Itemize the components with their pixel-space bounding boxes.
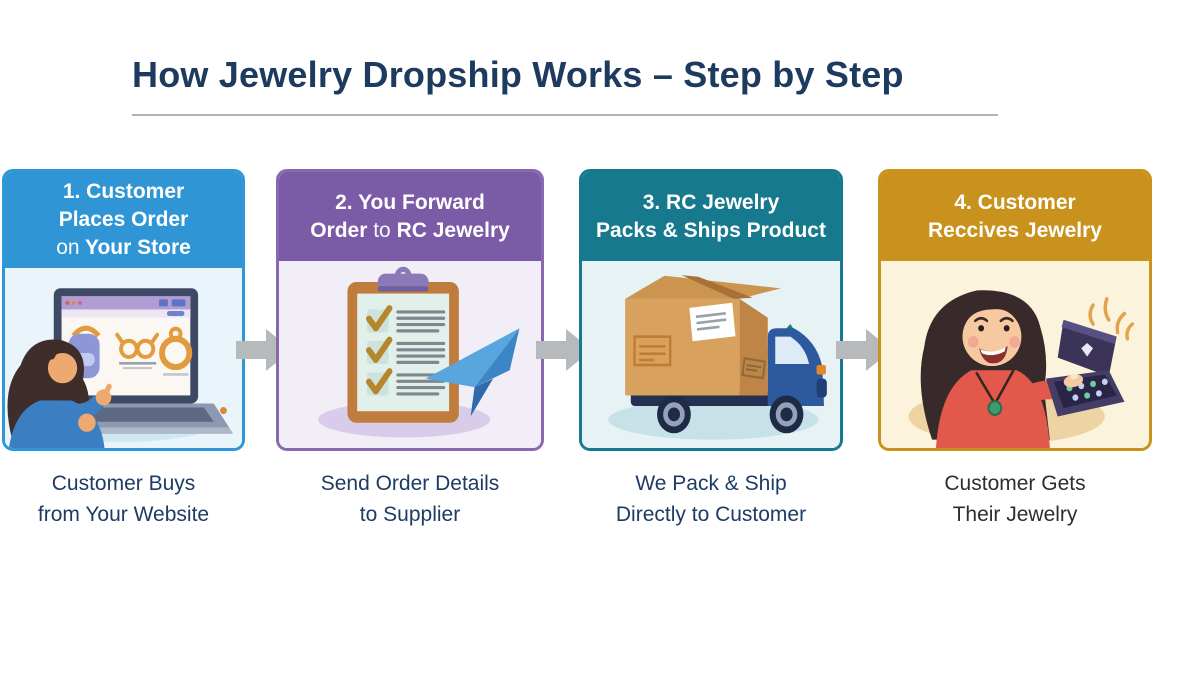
step-1-header: 1. Customer Places Order on Your Store (5, 172, 242, 268)
step-3-caption-line1: We Pack & Ship (635, 472, 787, 495)
step-4-column: 4. Customer Reccives Jewelry (878, 169, 1152, 530)
shopper-person (7, 339, 112, 448)
woman-jewelry-box-illustration (908, 290, 1135, 448)
sparkle-lines-icon (1088, 296, 1135, 341)
step-2-caption-line2: to Supplier (359, 503, 461, 526)
step-3-caption: We Pack & Ship Directly to Customer (579, 468, 843, 530)
step-4-caption-line2: Their Jewelry (952, 503, 1078, 526)
page-title: How Jewelry Dropship Works – Step by Ste… (132, 54, 904, 95)
step-1-illustration-area (5, 268, 242, 448)
step-2-header-text2a: Order (310, 218, 368, 242)
shopper-at-laptop-illustration (7, 288, 234, 448)
step-4-header-text1: 4. Customer (954, 190, 1076, 214)
step-3-header-line2: Packs & Ships Product (586, 217, 836, 245)
cardboard-box-icon (625, 275, 781, 396)
step-2-header: 2. You Forward Order to RC Jewelry (279, 172, 541, 261)
step-3-column: 3. RC Jewelry Packs & Ships Product (579, 169, 843, 530)
step-3-header-line1: 3. RC Jewelry (586, 189, 836, 217)
step-1-header-text3a: on (56, 236, 80, 259)
step-2-header-text2b: to (373, 218, 391, 242)
step-1-header-text1: 1. Customer (62, 180, 185, 203)
step-1-header-line2: Places Order (9, 206, 238, 234)
step-1-column: 1. Customer Places Order on Your Store (2, 169, 245, 530)
step-2-header-line1: 2. You Forward (283, 189, 537, 217)
step-arrow-icon (536, 327, 594, 373)
step-4-header-text2: Reccives Jewelry (928, 218, 1102, 242)
step-3-card: 3. RC Jewelry Packs & Ships Product (579, 169, 843, 451)
step-2-illustration-area (279, 261, 541, 448)
step-3-header-text2: Packs & Ships Product (596, 218, 826, 242)
step-4-header-line2: Reccives Jewelry (885, 217, 1145, 245)
step-1-caption: Customer Buys from Your Website (2, 468, 245, 530)
small-bead (220, 407, 227, 415)
laptop-icon (53, 288, 199, 404)
step-4-caption: Customer Gets Their Jewelry (878, 468, 1152, 530)
step-4-header: 4. Customer Reccives Jewelry (881, 172, 1149, 261)
step-4-header-line1: 4. Customer (885, 189, 1145, 217)
step-4-caption-line1: Customer Gets (944, 472, 1086, 495)
jewelry-box-icon (1045, 319, 1125, 417)
happy-customer-person (920, 290, 1078, 448)
step-1-header-text2: Places Order (58, 208, 189, 231)
clipboard-paper-plane-illustration (318, 266, 520, 438)
clipboard-icon (347, 266, 459, 423)
step-4-illustration-area (881, 261, 1149, 448)
step-3-header: 3. RC Jewelry Packs & Ships Product (582, 172, 840, 261)
step-3-caption-line2: Directly to Customer (615, 503, 807, 526)
step-1-card: 1. Customer Places Order on Your Store (2, 169, 245, 451)
step-1-caption-line1: Customer Buys (51, 472, 196, 495)
step-2-header-line2: Order to RC Jewelry (283, 217, 537, 245)
step-1-caption-line2: from Your Website (37, 503, 210, 526)
title-divider (132, 114, 998, 116)
step-1-header-text3b: Your Store (85, 236, 191, 259)
step-3-illustration-area (582, 261, 840, 448)
step-2-card: 2. You Forward Order to RC Jewelry (276, 169, 544, 451)
step-4-card: 4. Customer Reccives Jewelry (878, 169, 1152, 451)
step-2-column: 2. You Forward Order to RC Jewelry (276, 169, 544, 530)
step-2-header-text1: 2. You Forward (335, 190, 485, 214)
box-truck-illustration (608, 275, 827, 440)
step-3-header-text1: 3. RC Jewelry (642, 190, 780, 214)
step-1-header-line1: 1. Customer (9, 178, 238, 206)
step-1-header-line3: on Your Store (9, 234, 238, 262)
step-2-caption-line1: Send Order Details (320, 472, 500, 495)
step-2-header-text2c: RC Jewelry (396, 218, 510, 242)
step-2-caption: Send Order Details to Supplier (276, 468, 544, 530)
